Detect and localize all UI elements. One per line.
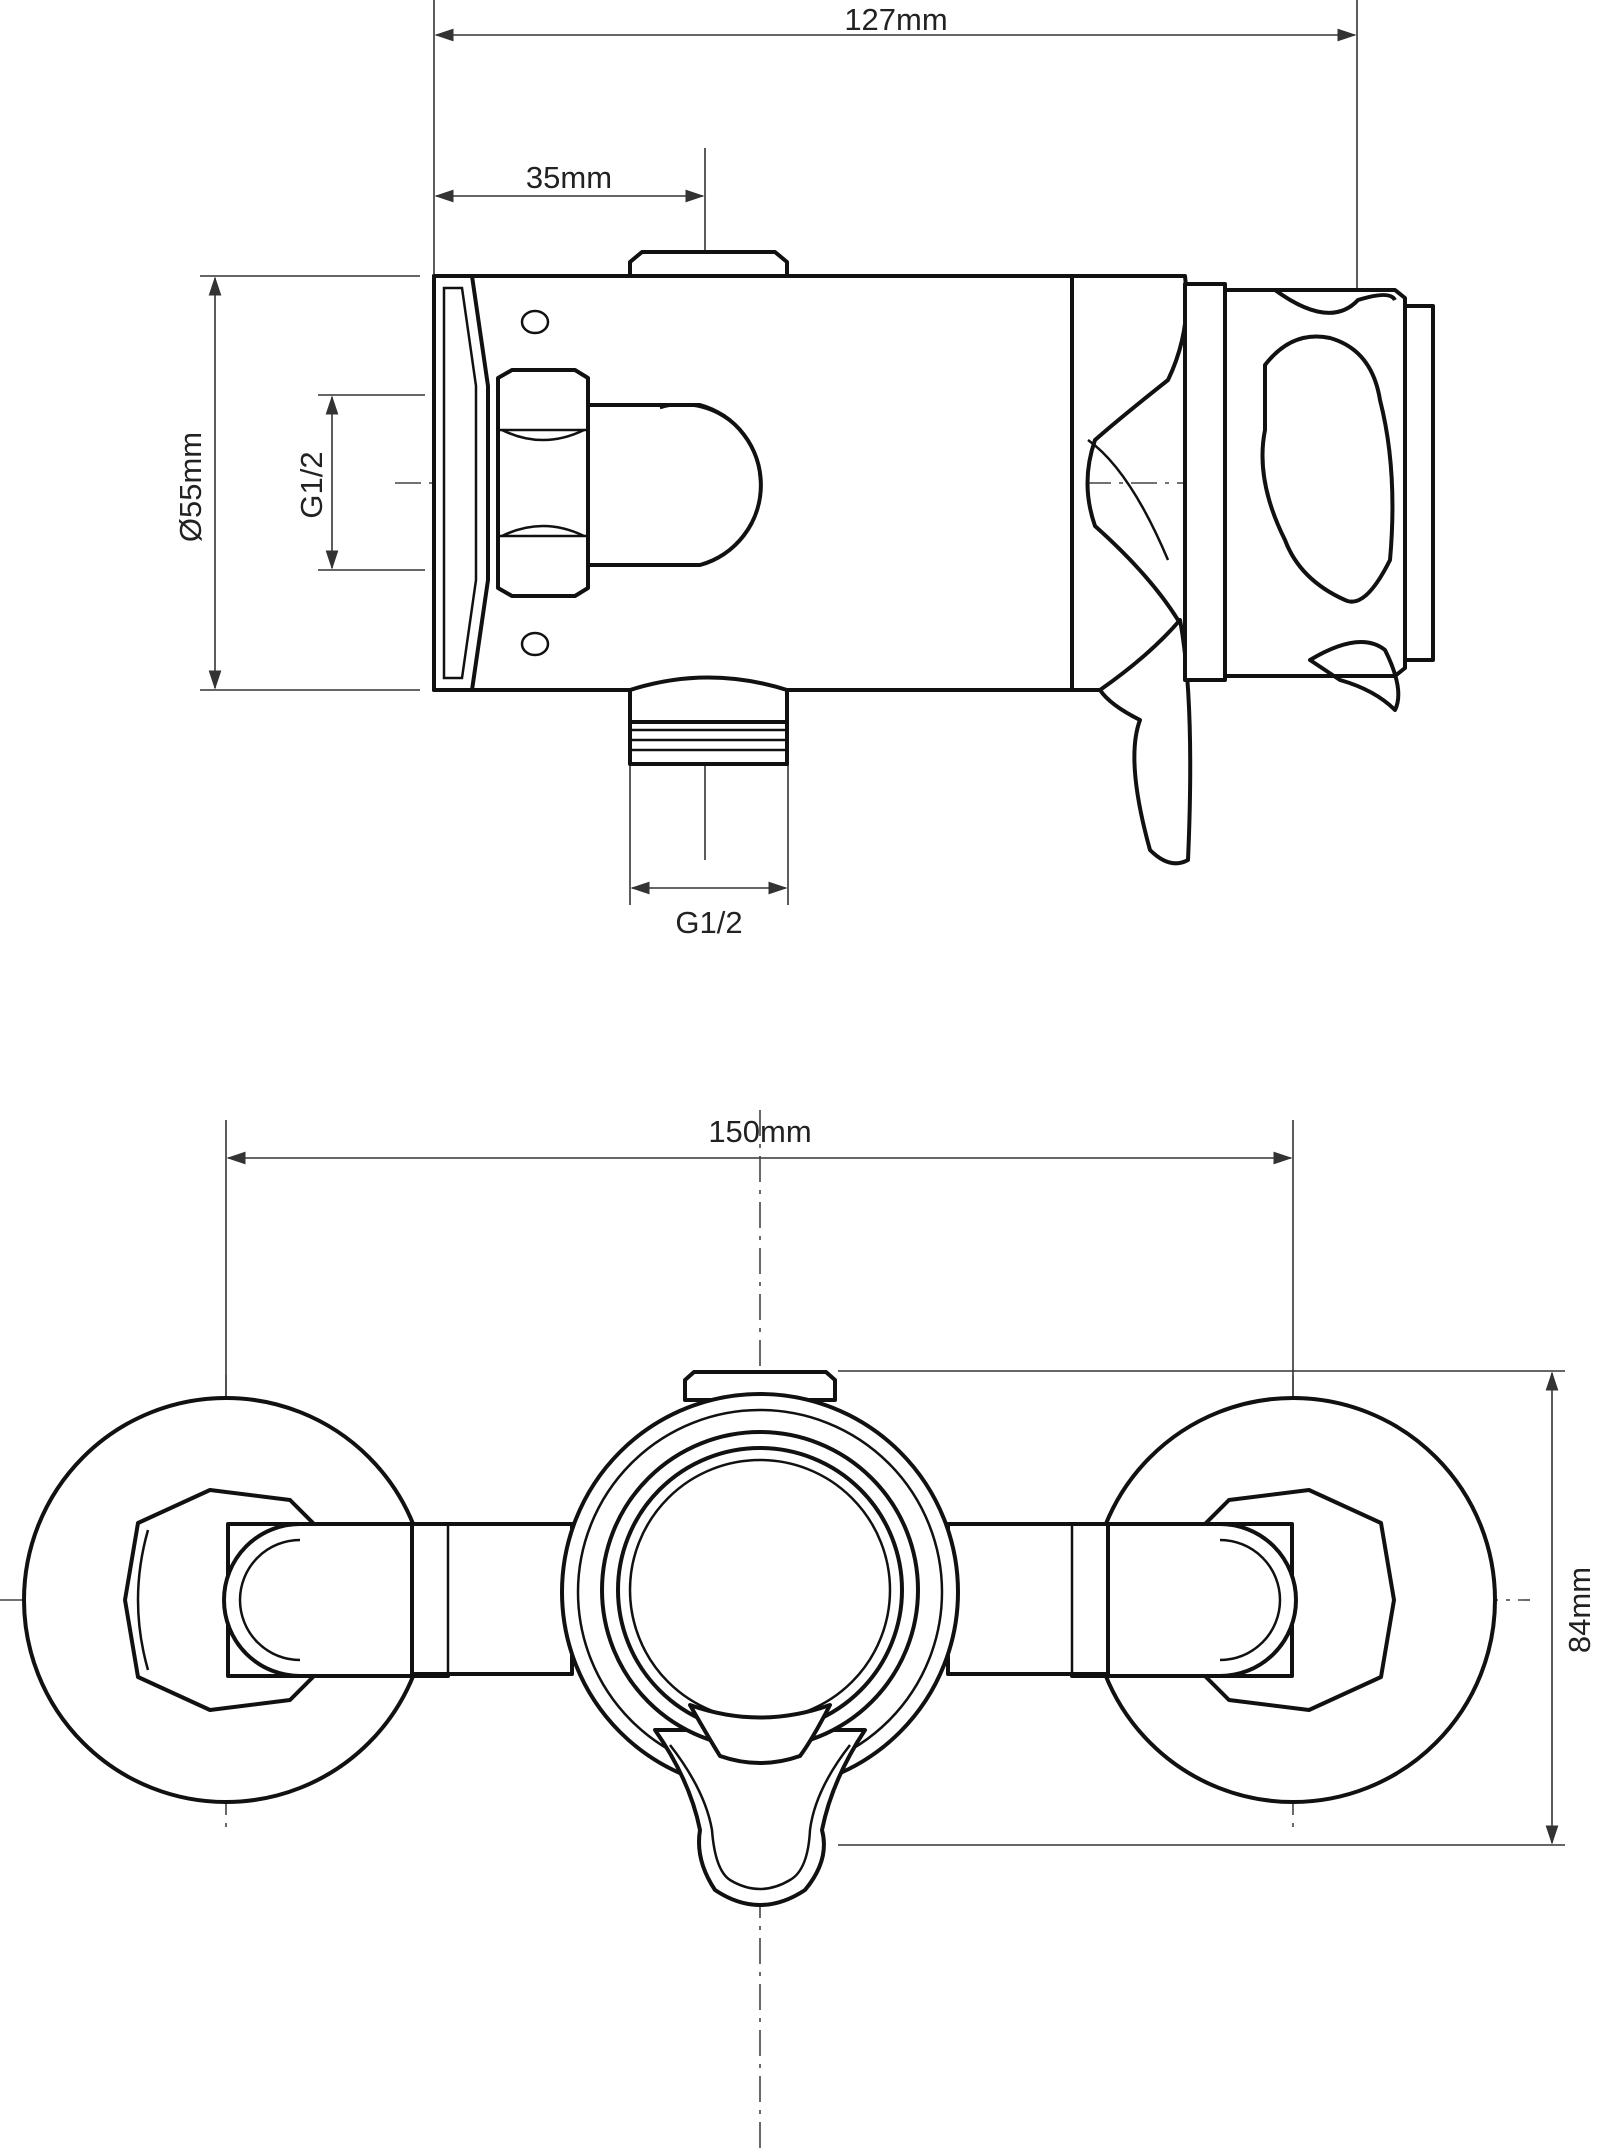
left-arm [410,1522,574,1676]
front-top-outlet [683,1370,837,1402]
knob-indicator-notch [688,1703,832,1765]
front-control-lever [653,1728,867,1907]
bottom-outlet-cap [628,675,789,724]
label-84mm: 84mm [1562,1567,1597,1653]
mounting-hole-bottom [520,631,550,657]
label-127mm: 127mm [844,2,947,37]
hex-nut [496,368,590,598]
right-arm [946,1522,1110,1676]
label-diameter-55mm: Ø55mm [173,432,208,542]
knob-end-cap [1403,304,1435,662]
bottom-outlet-thread [628,720,789,766]
label-outlet-g12: G1/2 [675,905,742,940]
side-view: 127mm 35mm Ø55mm G1/2 G1/2 [173,0,1440,940]
wall-flange [432,274,490,692]
label-inlet-g12: G1/2 [294,451,329,518]
label-35mm: 35mm [526,160,612,195]
lever-housing [1070,274,1190,692]
mounting-hole-top [520,309,550,335]
temperature-knob [1223,288,1407,678]
front-view: 150mm 84mm [0,1110,1597,2150]
control-lever [1098,618,1193,866]
label-150mm: 150mm [708,1114,811,1149]
knob-collar [1183,282,1227,682]
knob-face [616,1446,904,1734]
inlet-elbow [586,403,763,567]
